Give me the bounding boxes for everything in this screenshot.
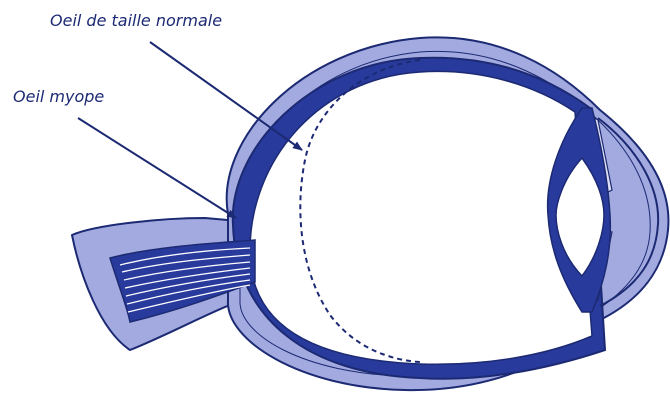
label-myopic-eye: Oeil myope	[13, 89, 104, 105]
arrow-myopic-eye	[78, 118, 236, 218]
label-normal-eye: Oeil de taille normale	[50, 13, 222, 29]
